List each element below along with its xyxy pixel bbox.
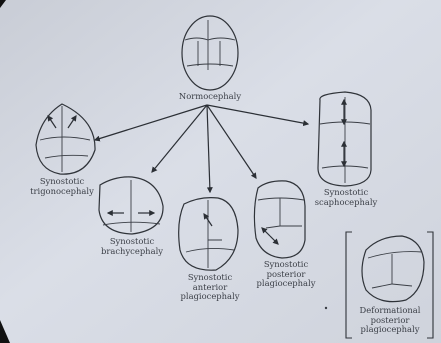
label-posterior-plagiocephaly: Synostotic posterior plagiocephaly bbox=[246, 260, 326, 289]
label-line: plagiocephaly bbox=[352, 325, 428, 335]
label-trigonocephaly: Synostotic trigonocephaly bbox=[22, 177, 102, 196]
label-scaphocephaly: Synostotic scaphocephaly bbox=[306, 188, 386, 207]
trigonocephaly-skull bbox=[36, 104, 95, 174]
label-brachycephaly: Synostotic brachycephaly bbox=[92, 237, 172, 256]
label-line: trigonocephaly bbox=[22, 187, 102, 197]
posterior-plagiocephaly-skull bbox=[254, 181, 305, 258]
anterior-plagiocephaly-skull bbox=[179, 198, 238, 271]
label-line: plagiocephaly bbox=[246, 279, 326, 289]
label-line: plagiocephaly bbox=[170, 292, 250, 302]
branch-arrows bbox=[95, 105, 308, 192]
brachycephaly-skull bbox=[99, 177, 163, 234]
label-line: brachycephaly bbox=[92, 247, 172, 257]
scaphocephaly-skull bbox=[318, 92, 371, 186]
label-normocephaly-text: Normocephaly bbox=[170, 92, 250, 102]
label-deformational-plagiocephaly: Deformational posterior plagiocephaly bbox=[352, 306, 428, 335]
normocephaly-skull bbox=[182, 16, 238, 90]
label-normocephaly: Normocephaly bbox=[170, 92, 250, 102]
label-line: scaphocephaly bbox=[306, 198, 386, 208]
label-anterior-plagiocephaly: Synostotic anterior plagiocephaly bbox=[170, 273, 250, 302]
